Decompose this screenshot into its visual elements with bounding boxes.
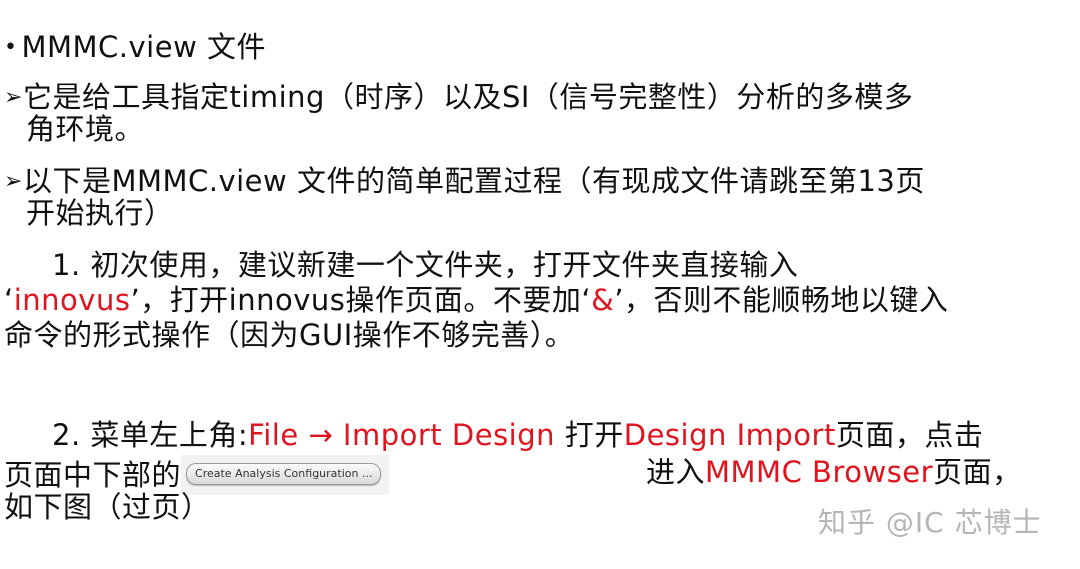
point-1-line-2: 角环境。	[26, 112, 145, 146]
ampersand-symbol: &	[591, 283, 615, 317]
heading-text: MMMC.view 文件	[21, 30, 267, 64]
step-1-line-3: 命令的形式操作（因为GUI操作不够完善）。	[4, 318, 575, 352]
step-2-line-3: 如下图（过页）	[4, 490, 211, 524]
step-2-line-2-end: 进入MMMC Browser页面，	[646, 455, 1022, 489]
innovus-command: innovus	[13, 283, 131, 317]
point-2-line-1: ➢以下是MMMC.view 文件的简单配置过程（有现成文件请跳至第13页	[4, 164, 925, 199]
point-1-line-1: ➢它是给工具指定timing（时序）以及SI（信号完整性）分析的多模多	[4, 80, 913, 115]
arrow-bullet-icon: ➢	[4, 85, 23, 110]
point-1-text: 它是给工具指定timing（时序）以及SI（信号完整性）分析的多模多	[22, 80, 914, 114]
step-1-line-2: ‘innovus’，打开innovus操作页面。不要加‘&’，否则不能顺畅地以键…	[4, 283, 949, 317]
button-screenshot: Create Analysis Configuration ...	[181, 455, 390, 495]
point-2-text: 以下是MMMC.view 文件的简单配置过程（有现成文件请跳至第13页	[22, 164, 925, 198]
slide-heading: •MMMC.view 文件	[4, 30, 266, 65]
arrow-bullet-icon: ➢	[4, 169, 23, 194]
create-analysis-configuration-button[interactable]: Create Analysis Configuration ...	[186, 463, 382, 485]
step-1-line-1: 1. 初次使用，建议新建一个文件夹，打开文件夹直接输入	[52, 248, 799, 282]
menu-path: File → Import Design	[248, 418, 556, 452]
step-2-line-1: 2. 菜单左上角:File → Import Design 打开Design I…	[52, 418, 984, 452]
point-2-line-2: 开始执行）	[26, 196, 174, 230]
watermark: 知乎 @IC 芯博士	[818, 506, 1042, 539]
bullet-icon: •	[4, 35, 18, 60]
design-import-dialog-name: Design Import	[623, 418, 836, 452]
mmmc-browser-name: MMMC Browser	[705, 455, 934, 489]
